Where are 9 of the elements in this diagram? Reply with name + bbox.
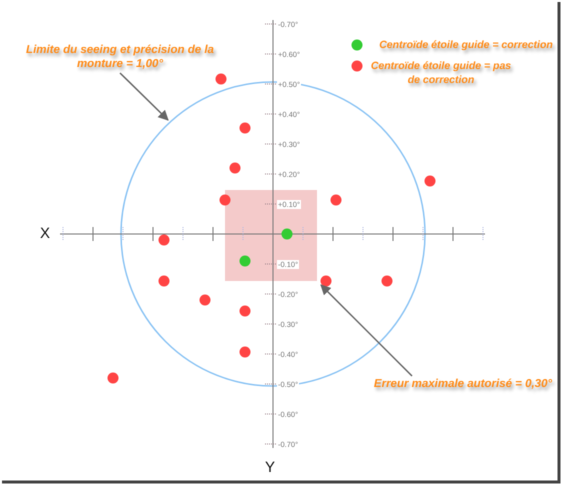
axis-label: Y [265,460,276,476]
callout-text: Erreur maximale autorisé = 0,30° [368,377,558,391]
tolerance-square [225,190,317,281]
legend-text: Centroïde étoile guide = correction [378,38,554,52]
leader-arrow [320,284,413,377]
leader-arrow [119,72,169,121]
legend-text: Centroïde étoile guide = pas de correction [370,59,512,87]
callout-text: Limite du seeing et précision de la monture = 1,00° [20,43,220,71]
axis-label: X [40,226,50,242]
